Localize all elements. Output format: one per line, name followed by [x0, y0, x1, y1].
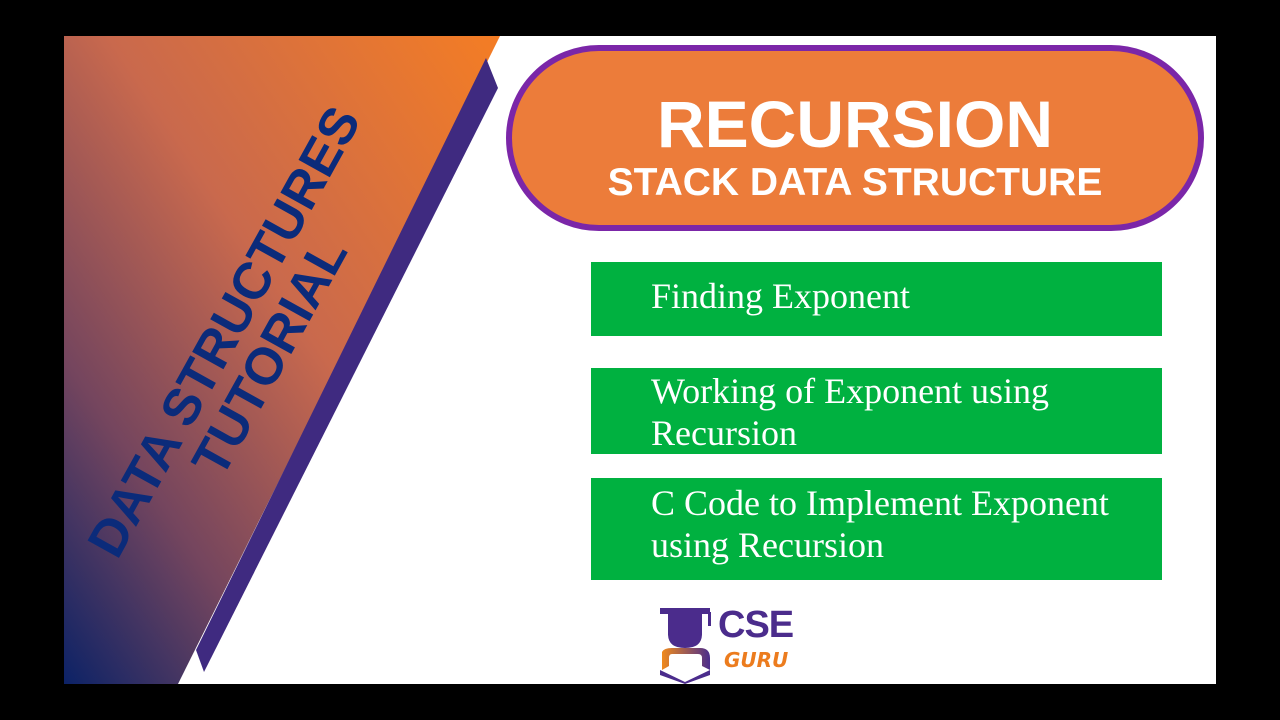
- thumbnail-canvas: DATA STRUCTURES TUTORIAL RECURSION STACK…: [64, 36, 1216, 684]
- topic-item: Working of Exponent using Recursion: [591, 368, 1162, 454]
- side-banner-shape: [64, 36, 500, 684]
- topic-item: C Code to Implement Exponent using Recur…: [591, 478, 1162, 580]
- purple-stripe: [196, 58, 498, 672]
- cse-guru-logo: CSE GURU: [654, 604, 794, 684]
- header-pill: RECURSION STACK DATA STRUCTURE: [506, 45, 1204, 231]
- pill-title: RECURSION: [656, 87, 1054, 161]
- logo-sub-text: GURU: [724, 648, 789, 672]
- logo-brand-text: CSE: [718, 604, 794, 646]
- topic-item: Finding Exponent: [591, 262, 1162, 336]
- pill-subtitle: STACK DATA STRUCTURE: [607, 161, 1103, 204]
- graduate-reading-book-icon: [660, 608, 711, 684]
